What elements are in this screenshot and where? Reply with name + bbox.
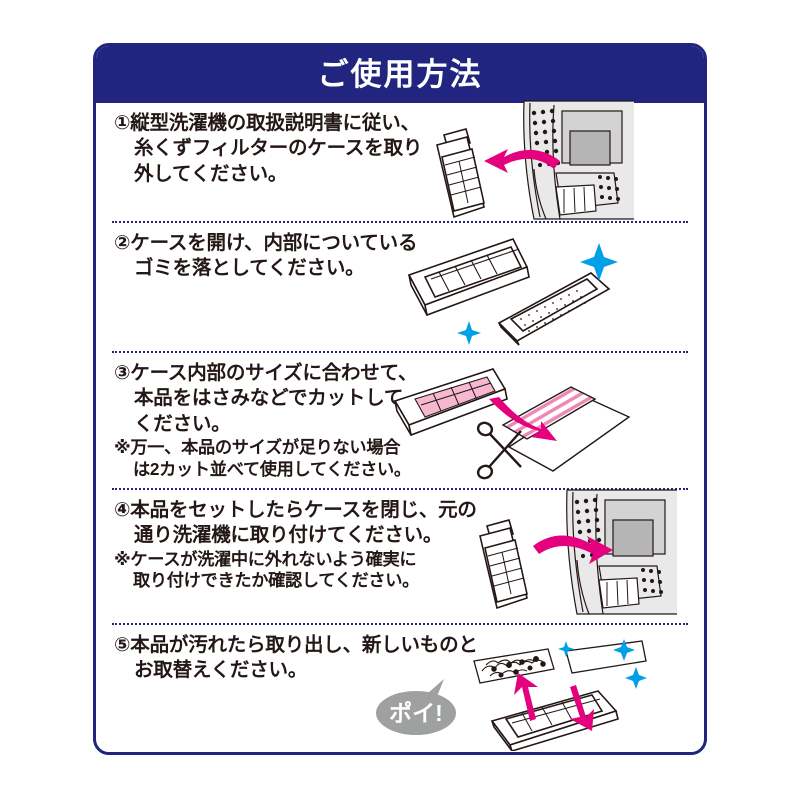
step-5-illustration: ポイ! bbox=[375, 625, 692, 751]
step-5-line-2: お取替えください。 bbox=[134, 659, 308, 682]
step-1-text: ①縦型洗濯機の取扱説明書に従い、 糸くずフィルターのケースを取り 外してください… bbox=[108, 103, 422, 187]
steps-container: ①縦型洗濯機の取扱説明書に従い、 糸くずフィルターのケースを取り 外してください… bbox=[96, 100, 704, 752]
scissors-icon bbox=[477, 421, 523, 480]
step-row-5: ⑤本品が汚れたら取り出し、新しいものと お取替えください。 ポイ! bbox=[108, 625, 692, 751]
opened-filter-case-icon bbox=[408, 238, 619, 346]
arrow-left-icon bbox=[489, 397, 558, 441]
divider-1 bbox=[112, 221, 688, 223]
step-5-line-1: ⑤本品が汚れたら取り出し、新しいものと bbox=[114, 634, 478, 656]
step-3-note-1: ※万一、本品のサイズが足りない場合 bbox=[114, 437, 401, 458]
step-3-line-2: 本品をはさみなどでカットして bbox=[134, 387, 404, 410]
instruction-card: ご使用方法 ①縦型洗濯機の取扱説明書に従い、 糸くずフィルターのケースを取り 外… bbox=[93, 43, 707, 755]
divider-3 bbox=[112, 488, 688, 490]
arrow-up-icon bbox=[513, 673, 538, 721]
step-4-line-1: ④本品をセットしたらケースを閉じ、元の bbox=[114, 499, 477, 521]
step-2-line-2: ゴミを落としてください。 bbox=[134, 257, 365, 280]
step-3-line-3: ください。 bbox=[134, 412, 231, 435]
step-row-4: ④本品をセットしたらケースを閉じ、元の 通り洗濯機に取り付けてください。 ※ケー… bbox=[108, 489, 692, 623]
step-3-line-1: ③ケース内部のサイズに合わせて、 bbox=[114, 362, 418, 384]
svg-text:ポイ!: ポイ! bbox=[389, 700, 443, 726]
header-band: ご使用方法 bbox=[96, 46, 704, 103]
sparkle-icon bbox=[624, 667, 647, 689]
sparkle-icon bbox=[580, 243, 619, 281]
sparkle-icon bbox=[457, 321, 482, 345]
step-4-illustration bbox=[477, 489, 692, 623]
step-4-note-1: ※ケースが洗濯中に外れないよう確実に bbox=[114, 548, 417, 569]
step-3-note-2: は2カット並べて使用してください。 bbox=[133, 458, 411, 479]
step-2-illustration bbox=[408, 223, 692, 351]
step-row-2: ②ケースを開け、内部についている ゴミを落としてください。 bbox=[108, 223, 692, 351]
step-1-line-3: 外してください。 bbox=[134, 162, 288, 185]
poi-callout-bubble: ポイ! bbox=[375, 679, 456, 735]
step-1-illustration bbox=[422, 100, 692, 221]
sparkle-icon bbox=[557, 641, 574, 657]
step-row-1: ①縦型洗濯機の取扱説明書に従い、 糸くずフィルターのケースを取り 外してください… bbox=[108, 100, 692, 221]
step-4-note-2: 取り付けできたか確認してください。 bbox=[133, 570, 420, 591]
arrow-down-icon bbox=[569, 685, 594, 731]
step-row-3: ③ケース内部のサイズに合わせて、 本品をはさみなどでカットして ください。 ※万… bbox=[108, 353, 692, 488]
step-2-line-1: ②ケースを開け、内部についている bbox=[114, 232, 418, 254]
step-3-text: ③ケース内部のサイズに合わせて、 本品をはさみなどでカットして ください。 ※万… bbox=[108, 353, 417, 480]
step-1-line-1: ①縦型洗濯機の取扱説明書に従い、 bbox=[114, 112, 420, 134]
step-5-text: ⑤本品が汚れたら取り出し、新しいものと お取替えください。 bbox=[108, 625, 478, 684]
page-title: ご使用方法 bbox=[317, 57, 483, 92]
divider-4 bbox=[112, 623, 688, 625]
arrow-left-icon bbox=[484, 149, 561, 173]
step-2-text: ②ケースを開け、内部についている ゴミを落としてください。 bbox=[108, 223, 417, 282]
divider-2 bbox=[112, 351, 688, 353]
cut-sheet-with-scissors-icon bbox=[394, 368, 631, 480]
step-4-line-2: 通り洗濯機に取り付けてください。 bbox=[134, 524, 443, 547]
washer-remove-filter-case-icon bbox=[436, 100, 635, 220]
washer-reinstall-filter-case-icon bbox=[478, 489, 677, 615]
step-4-text: ④本品をセットしたらケースを閉じ、元の 通り洗濯機に取り付けてください。 ※ケー… bbox=[108, 490, 477, 592]
replace-dirty-sheet-icon: ポイ! bbox=[375, 639, 647, 751]
arrow-right-icon bbox=[532, 535, 613, 564]
step-3-illustration bbox=[394, 353, 692, 488]
step-1-line-2: 糸くずフィルターのケースを取り bbox=[134, 137, 423, 160]
sparkle-icon bbox=[612, 639, 635, 661]
